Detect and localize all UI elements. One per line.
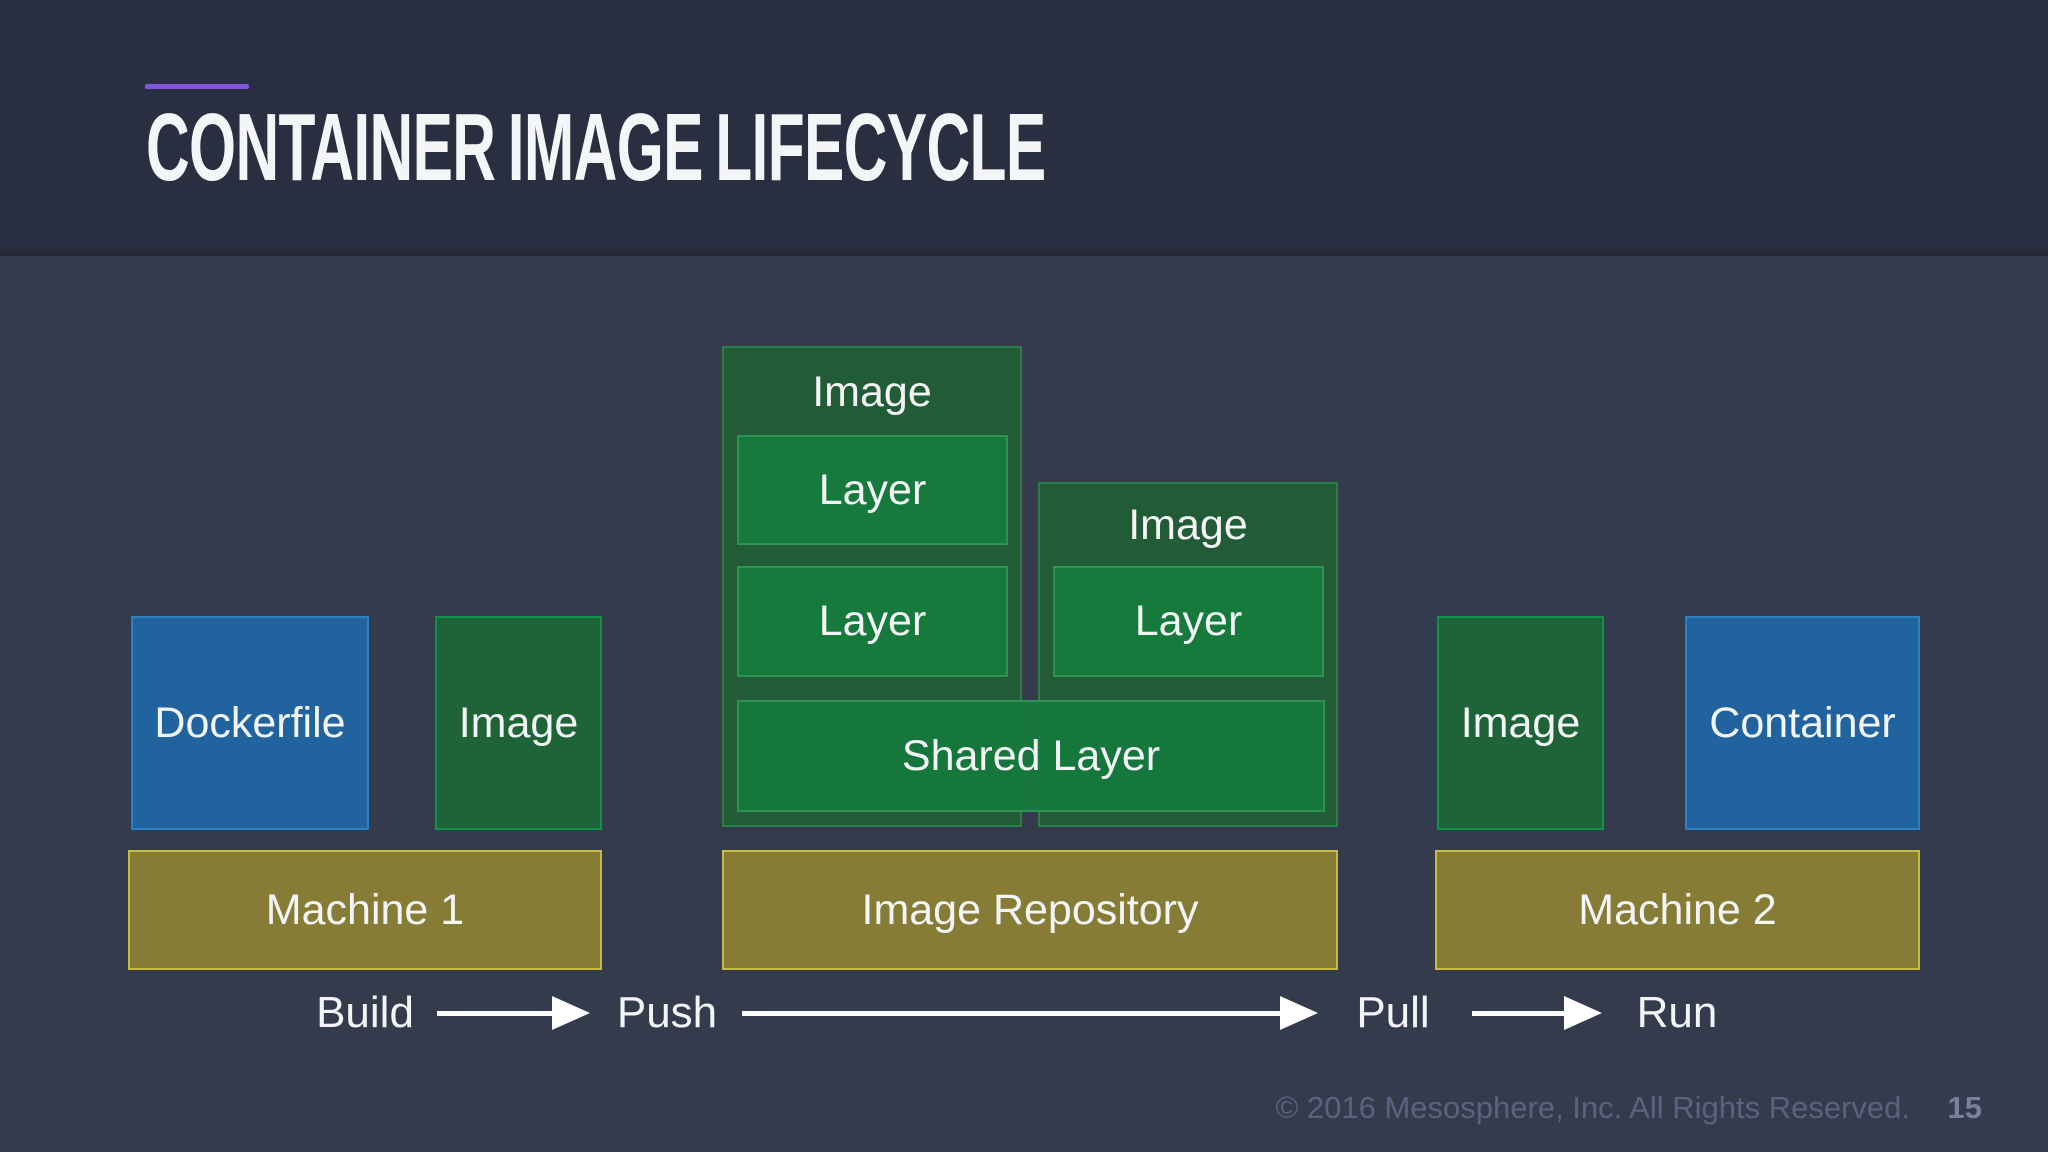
stack-a-layer-1-label: Layer [818,465,927,514]
image-repository-label: Image Repository [861,885,1199,934]
arrow-pull-to-run-head-icon [1564,996,1602,1030]
arrow-build-to-push-head-icon [552,996,590,1030]
slide-header: CONTAINER IMAGE LIFECYCLE [0,0,2048,256]
arrow-pull-to-run [1472,1011,1564,1016]
accent-line [145,84,249,89]
built-image-box: Image [435,616,602,830]
stack-b-layer-1: Layer [1053,566,1324,677]
arrow-push-to-pull-head-icon [1280,996,1318,1030]
machine2-bar: Machine 2 [1435,850,1920,970]
flow-label-run: Run [1636,988,1718,1037]
machine1-label: Machine 1 [265,885,465,934]
built-image-label: Image [458,698,579,747]
pulled-image-label: Image [1460,698,1581,747]
machine1-bar: Machine 1 [128,850,602,970]
flow-label-pull: Pull [1356,988,1430,1037]
arrow-push-to-pull [742,1011,1280,1016]
dockerfile-box: Dockerfile [131,616,369,830]
machine2-label: Machine 2 [1578,885,1777,934]
shared-layer-box: Shared Layer [737,700,1325,812]
arrow-build-to-push [437,1011,552,1016]
pulled-image-box: Image [1437,616,1604,830]
image-stack-b-label: Image [1128,500,1248,549]
page-title: CONTAINER IMAGE LIFECYCLE [146,94,1046,201]
page-number: 15 [1947,1090,1982,1125]
shared-layer-label: Shared Layer [901,731,1161,780]
image-stack-a-label: Image [812,367,932,416]
dockerfile-label: Dockerfile [154,698,346,747]
image-repository-bar: Image Repository [722,850,1338,970]
flow-label-build: Build [316,988,414,1037]
container-box: Container [1685,616,1920,830]
stack-a-layer-2-label: Layer [818,597,927,645]
stack-a-layer-1: Layer [737,435,1008,545]
stack-a-layer-2: Layer [737,566,1008,677]
stack-b-layer-1-label: Layer [1134,597,1243,645]
container-label: Container [1709,698,1896,747]
copyright-text: © 2016 Mesosphere, Inc. All Rights Reser… [1275,1090,1910,1125]
flow-label-push: Push [616,988,718,1037]
